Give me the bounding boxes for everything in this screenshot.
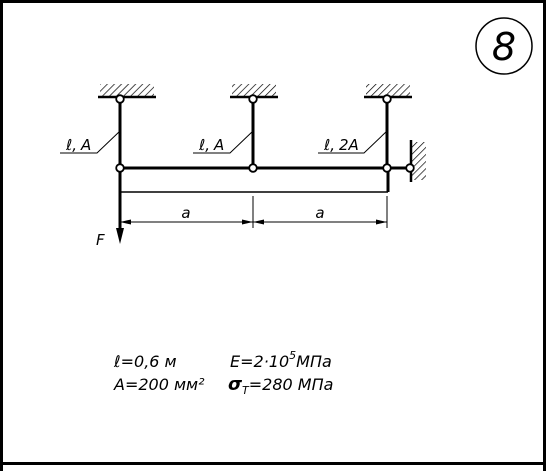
dimension-arrows <box>120 219 387 225</box>
hinge-joints <box>115 94 415 173</box>
rod-3-label: ℓ,2A <box>318 130 388 154</box>
given-area: A=200 мм² <box>113 375 205 394</box>
given-yield-stress: σT=280 МПа <box>228 374 333 397</box>
svg-text:ℓ,A: ℓ,A <box>198 136 224 154</box>
dimension-line <box>120 196 388 228</box>
rod-1-label: ℓ,A <box>60 130 121 154</box>
force-label: F <box>96 231 105 249</box>
wall-support <box>409 140 426 182</box>
ceiling-support-1 <box>98 84 156 99</box>
rod-2-label: ℓ,A <box>193 130 254 154</box>
rigid-beam <box>118 166 408 193</box>
given-data: ℓ=0,6 м A=200 мм² E=2·105МПа σT=280 МПа <box>113 349 333 397</box>
svg-text:ℓ,A: ℓ,A <box>65 136 91 154</box>
svg-text:ℓ,2A: ℓ,2A <box>323 136 359 154</box>
given-modulus: E=2·105МПа <box>230 349 332 371</box>
dimension-label-1: a <box>181 204 190 222</box>
variant-circle <box>475 17 533 75</box>
given-length: ℓ=0,6 м <box>113 352 177 371</box>
dimension-label-2: a <box>315 204 324 222</box>
force-arrow <box>116 192 124 244</box>
variant-number: 8 <box>492 25 516 69</box>
